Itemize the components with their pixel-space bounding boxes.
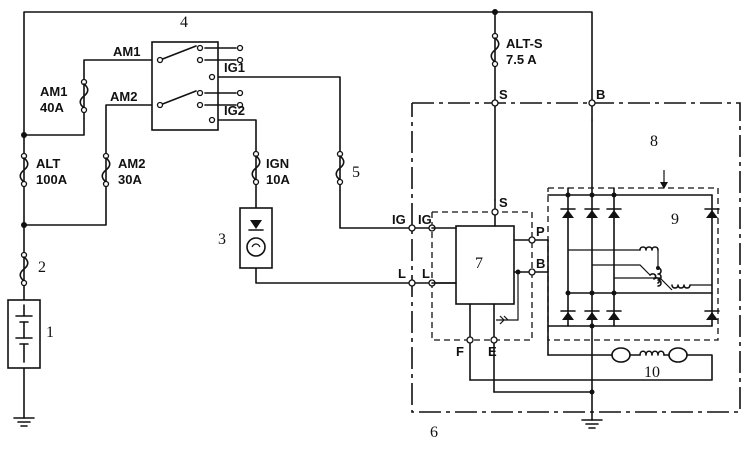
rectifier-stator [547,119,720,393]
label-alt-fuse-rating: 100A [36,172,68,187]
fusible-link-2 [19,251,29,287]
rotor-field [469,347,713,395]
label-ig-regulator: IG [418,212,432,227]
fuse-am1 [79,78,89,114]
battery [7,299,41,369]
callout-8: 8 [650,133,658,150]
callout-2: 2 [38,259,46,276]
label-am2-terminal: AM2 [110,89,137,104]
label-am1-terminal: AM1 [113,44,140,59]
label-b-housing: B [596,87,605,102]
fuse-alt-s [490,32,500,68]
callout-7: 7 [475,255,483,272]
label-f-terminal: F [456,344,464,359]
label-ig2-terminal: IG2 [224,103,245,118]
component-callouts: 1 2 3 4 5 6 7 8 9 10 [38,14,679,441]
label-l-regulator: L [422,266,430,281]
ignition-switch [151,41,244,131]
label-alts-fuse-name: ALT-S [506,36,543,51]
callout-10: 10 [644,364,660,381]
label-am1-fuse-name: AM1 [40,84,67,99]
terminal-labels: AM1 AM2 IG1 IG2 AM1 40A ALT 100A AM2 30A… [36,36,605,359]
label-e-terminal: E [488,344,497,359]
label-alts-fuse-rating: 7.5 A [506,52,537,67]
label-s-regulator: S [499,195,508,210]
label-alt-fuse-name: ALT [36,156,60,171]
callout-4: 4 [180,14,188,31]
callout-1: 1 [46,324,54,341]
label-ign-fuse-rating: 10A [266,172,290,187]
main-wiring [13,9,593,427]
label-b-regulator: B [536,256,545,271]
label-am2-fuse-rating: 30A [118,172,142,187]
label-am1-fuse-rating: 40A [40,100,64,115]
charge-warning-lamp [239,207,273,269]
callout-6: 6 [430,424,438,441]
voltage-regulator [428,199,549,393]
fuses [19,32,500,287]
fuse-ign [251,150,261,186]
fuse-alt [19,152,29,188]
callout-9: 9 [671,211,679,228]
label-am2-fuse-name: AM2 [118,156,145,171]
label-s-housing: S [499,87,508,102]
fuse-5 [335,150,345,186]
alternator-housing [408,99,741,429]
callout-5: 5 [352,164,360,181]
fuse-am2 [101,152,111,188]
label-l-housing: L [398,266,406,281]
label-ig-housing: IG [392,212,406,227]
callout-3: 3 [218,231,226,248]
label-ign-fuse-name: IGN [266,156,289,171]
label-p-terminal: P [536,224,545,239]
label-ig1-terminal: IG1 [224,60,245,75]
